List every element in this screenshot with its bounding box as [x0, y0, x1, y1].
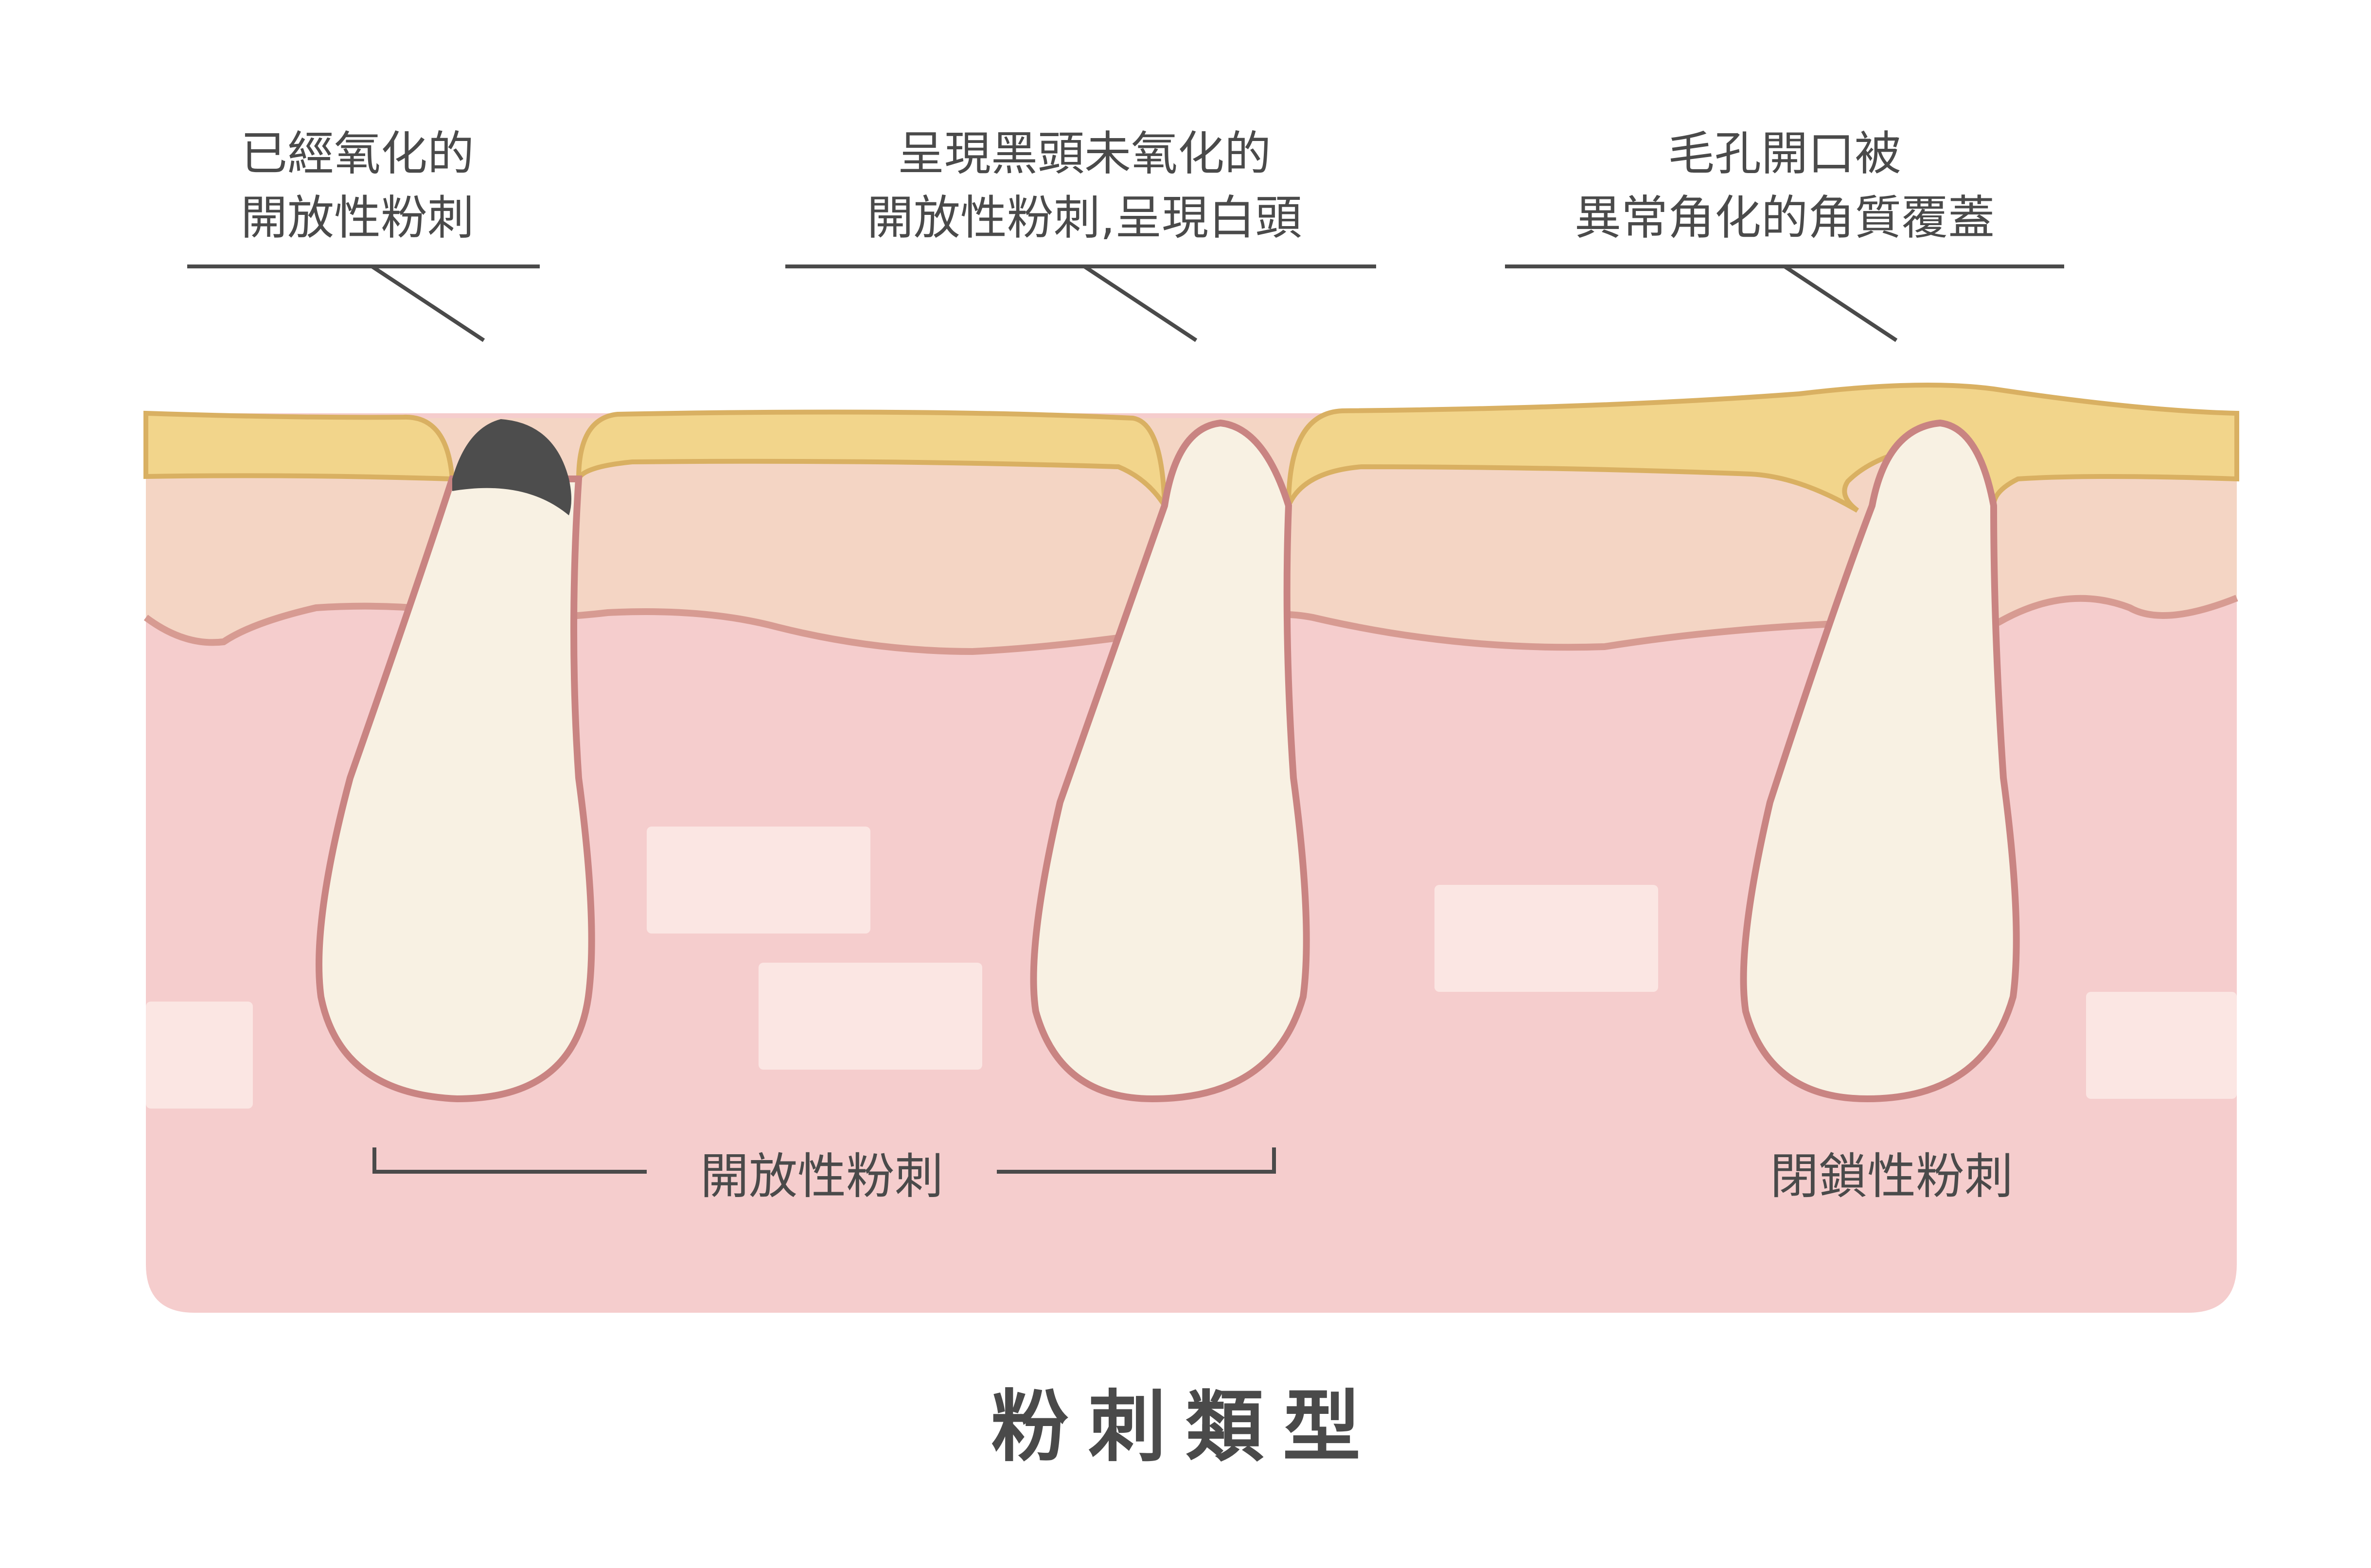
open-comedone-label: 開放性粉刺	[652, 1147, 992, 1206]
callout-closed-line1: 毛孔開口被	[1517, 122, 2052, 186]
diagram-title: 粉刺類型	[894, 1381, 1477, 1473]
callout-closed: 毛孔開口被 異常角化的角質覆蓋	[1517, 122, 2052, 250]
callout-unoxidized-line2: 開放性粉刺,呈現白頭	[817, 186, 1352, 250]
callout-line-unoxidized	[785, 266, 1376, 340]
callout-oxidized: 已經氧化的 開放性粉刺	[90, 122, 625, 250]
callout-oxidized-line1: 已經氧化的	[90, 122, 625, 186]
tissue-block	[2086, 992, 2237, 1099]
callout-unoxidized: 呈現黑頭未氧化的 開放性粉刺,呈現白頭	[817, 122, 1352, 250]
tissue-block	[1434, 885, 1658, 992]
tissue-block	[647, 827, 870, 934]
callout-closed-line2: 異常角化的角質覆蓋	[1517, 186, 2052, 250]
callout-unoxidized-line1: 呈現黑頭未氧化的	[817, 122, 1352, 186]
callout-line-oxidized	[187, 266, 540, 340]
tissue-block	[759, 963, 982, 1070]
stratum-corneum-left	[146, 413, 452, 479]
callout-line-closed	[1505, 266, 2064, 340]
closed-comedone-label: 閉鎖性粉刺	[1721, 1147, 2062, 1206]
tissue-block	[146, 1002, 253, 1109]
callout-oxidized-line2: 開放性粉刺	[90, 186, 625, 250]
